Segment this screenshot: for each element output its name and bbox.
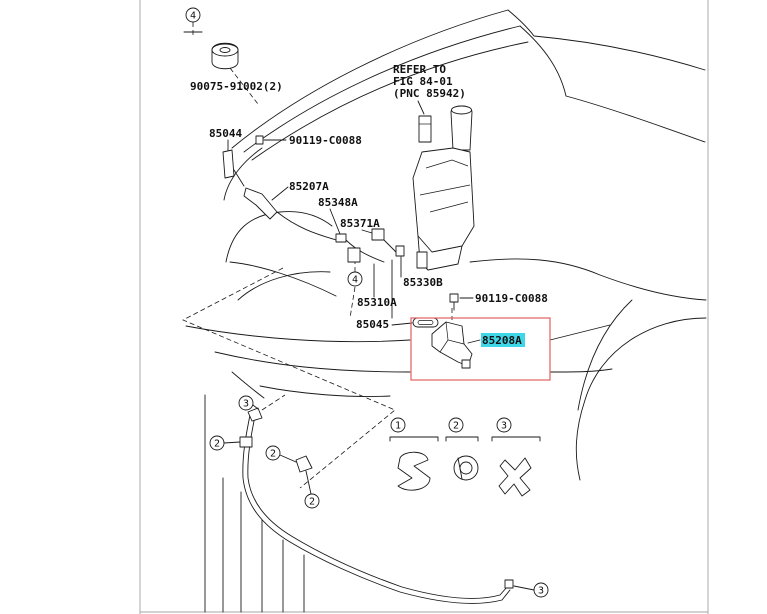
grommet-85045 — [391, 317, 439, 328]
label-85044: 85044 — [209, 127, 242, 140]
label-90075-91002: 90075-91002(2) — [190, 80, 283, 93]
svg-text:2: 2 — [309, 497, 315, 508]
callout-2-hose-left: 2 — [209, 435, 241, 451]
label-85330b: 85330B — [403, 276, 443, 289]
hose-joints — [329, 208, 405, 319]
callout-3-hose-top: 3 — [238, 395, 259, 411]
label-85045: 85045 — [356, 318, 389, 331]
selected-part-box[interactable] — [410, 317, 551, 381]
washer-tank — [412, 105, 475, 271]
washer-pump — [431, 321, 481, 369]
label-85207a: 85207A — [289, 180, 329, 193]
level-sensor — [417, 100, 432, 143]
refer-pnc-text: (PNC 85942) — [393, 87, 466, 100]
bolt-upper — [255, 135, 287, 145]
part-highlight — [481, 333, 525, 347]
svg-text:4: 4 — [352, 275, 358, 286]
svg-text:4: 4 — [190, 11, 196, 22]
svg-text:2: 2 — [214, 439, 220, 450]
vehicle-outline — [185, 9, 707, 481]
legend-item-2: 2 — [445, 417, 479, 481]
svg-text:3: 3 — [538, 586, 544, 597]
callout-2-hose-mid: 2 — [265, 445, 297, 463]
label-90119-c0088-lower: 90119-C0088 — [475, 292, 548, 305]
page-frame — [139, 0, 709, 614]
legend-item-1: 1 — [389, 417, 439, 491]
label-85371a: 85371A — [340, 217, 380, 230]
part-85044 — [222, 139, 245, 187]
label-90119-c0088-upper: 90119-C0088 — [289, 134, 362, 147]
svg-text:3: 3 — [243, 399, 249, 410]
svg-text:3: 3 — [501, 421, 507, 432]
refer-to-text: REFER TO — [393, 63, 446, 76]
bolt-lower — [449, 293, 474, 311]
label-85208a[interactable]: 85208A — [482, 334, 522, 347]
svg-text:2: 2 — [453, 421, 459, 432]
washer-nozzle — [243, 186, 337, 241]
callout-4-mid: 4 — [347, 262, 363, 287]
bumper-frame-lines — [204, 394, 305, 613]
callout-4-top: 4 — [183, 7, 203, 33]
hood-clip — [211, 42, 239, 70]
legend-item-3: 3 — [491, 417, 541, 497]
label-85310a: 85310A — [357, 296, 397, 309]
washer-hose — [239, 407, 514, 604]
svg-text:1: 1 — [395, 421, 401, 432]
callout-3-hose-end: 3 — [513, 582, 549, 598]
svg-text:2: 2 — [270, 449, 276, 460]
callout-2-hose-low: 2 — [304, 470, 320, 509]
label-85348a: 85348A — [318, 196, 358, 209]
refer-fig-text: FIG 84-01 — [393, 75, 453, 88]
